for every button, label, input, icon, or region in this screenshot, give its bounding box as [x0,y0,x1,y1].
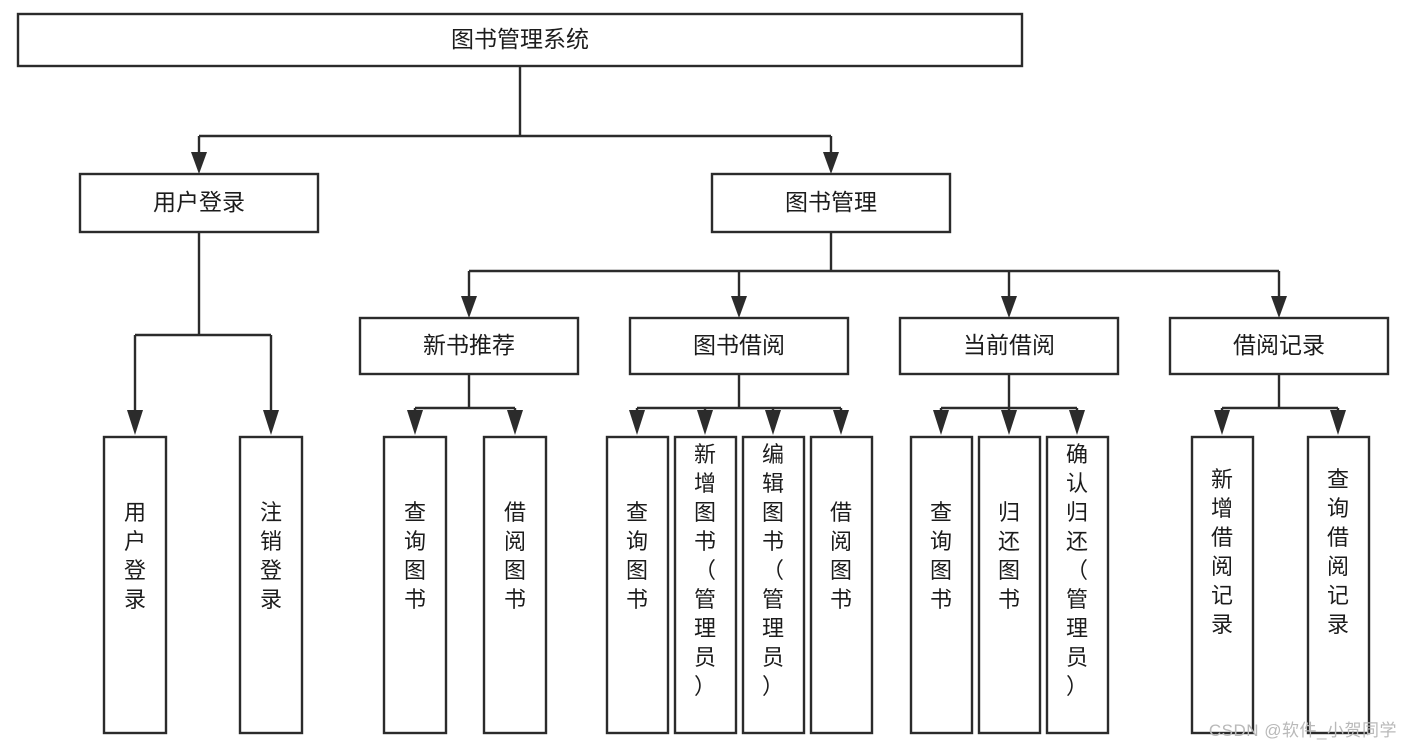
node-leaf-add-book-label: 新增图书（管理员） [694,442,716,699]
node-root[interactable]: 图书管理系统 [16,12,1024,68]
node-leaf-add-book[interactable]: 新增图书（管理员） [673,435,738,735]
node-leaf-add-record-box[interactable] [1190,435,1255,735]
node-leaf-query-book-1[interactable]: 查询图书 [382,435,448,735]
node-leaf-query-book-2[interactable]: 查询图书 [605,435,670,735]
node-leaf-borrow-book-2[interactable]: 借阅图书 [809,435,874,735]
arrowhead-leaf-confirm-return [1069,410,1085,435]
node-leaf-logout-box[interactable] [238,435,304,735]
node-leaf-query-book-1-box[interactable] [382,435,448,735]
node-leaf-confirm-return[interactable]: 确认归还（管理员） [1045,435,1110,735]
node-leaf-logout[interactable]: 注销登录 [238,435,304,735]
node-leaf-edit-book-box[interactable] [741,435,806,735]
node-current-borrow-box[interactable] [898,316,1120,376]
node-leaf-borrow-book-1-label: 借阅图书 [504,500,526,612]
arrowhead-leaf-query-record [1330,410,1346,435]
arrowhead-new-book-recommend [461,296,477,318]
arrowhead-leaf-add-book [697,410,713,435]
node-new-book-recommend[interactable]: 新书推荐 [358,316,580,376]
node-current-borrow-label: 当前借阅 [963,332,1055,358]
node-leaf-query-record-label: 查询借阅记录 [1327,467,1349,637]
node-book-borrow-box[interactable] [628,316,850,376]
node-leaf-query-book-2-box[interactable] [605,435,670,735]
node-current-borrow[interactable]: 当前借阅 [898,316,1120,376]
arrowhead-leaf-return-book [1001,410,1017,435]
node-leaf-borrow-book-1[interactable]: 借阅图书 [482,435,548,735]
arrowhead-leaf-query-book-3 [933,410,949,435]
arrowhead-leaf-query-book-1 [407,410,423,435]
node-leaf-user-login[interactable]: 用户登录 [102,435,168,735]
node-user-login-box[interactable] [78,172,320,234]
node-user-login[interactable]: 用户登录 [78,172,320,234]
arrowhead-leaf-logout [263,410,279,435]
node-book-manage-label: 图书管理 [785,189,877,215]
node-leaf-user-login-label: 用户登录 [124,500,146,612]
connector-layer [127,66,1346,435]
node-leaf-query-book-2-label: 查询图书 [626,500,648,612]
node-leaf-confirm-return-box[interactable] [1045,435,1110,735]
node-leaf-borrow-book-2-label: 借阅图书 [830,500,852,612]
arrowhead-leaf-edit-book [765,410,781,435]
arrowhead-leaf-user-login [127,410,143,435]
node-root-box[interactable] [16,12,1024,68]
node-borrow-record-label: 借阅记录 [1233,332,1325,358]
node-borrow-record[interactable]: 借阅记录 [1168,316,1390,376]
arrowhead-book-borrow [731,296,747,318]
arrowhead-user-login [191,152,207,174]
node-leaf-return-book-label: 归还图书 [998,500,1020,612]
node-book-manage[interactable]: 图书管理 [710,172,952,234]
node-book-borrow[interactable]: 图书借阅 [628,316,850,376]
node-leaf-user-login-box[interactable] [102,435,168,735]
node-new-book-recommend-box[interactable] [358,316,580,376]
node-book-borrow-label: 图书借阅 [693,332,785,358]
node-leaf-query-book-3-label: 查询图书 [930,500,952,612]
node-leaf-query-book-1-label: 查询图书 [404,500,426,612]
node-leaf-add-book-box[interactable] [673,435,738,735]
node-leaf-confirm-return-label: 确认归还（管理员） [1066,442,1088,699]
node-leaf-add-record-label: 新增借阅记录 [1211,467,1233,637]
node-leaf-borrow-book-1-box[interactable] [482,435,548,735]
node-leaf-query-record-box[interactable] [1306,435,1371,735]
node-leaf-query-book-3[interactable]: 查询图书 [909,435,974,735]
node-leaf-return-book[interactable]: 归还图书 [977,435,1042,735]
arrowhead-leaf-add-record [1214,410,1230,435]
arrowhead-leaf-query-book-2 [629,410,645,435]
arrowhead-borrow-record [1271,296,1287,318]
arrowhead-leaf-borrow-book-1 [507,410,523,435]
node-root-label: 图书管理系统 [451,26,589,52]
node-new-book-recommend-label: 新书推荐 [423,332,515,358]
arrowhead-current-borrow [1001,296,1017,318]
node-user-login-label: 用户登录 [153,189,245,215]
node-borrow-record-box[interactable] [1168,316,1390,376]
node-leaf-return-book-box[interactable] [977,435,1042,735]
node-leaf-query-book-3-box[interactable] [909,435,974,735]
arrowhead-leaf-borrow-book-2 [833,410,849,435]
node-leaf-edit-book[interactable]: 编辑图书（管理员） [741,435,806,735]
node-leaf-borrow-book-2-box[interactable] [809,435,874,735]
node-leaf-edit-book-label: 编辑图书（管理员） [762,442,784,699]
node-leaf-query-record[interactable]: 查询借阅记录 [1306,435,1371,735]
node-book-manage-box[interactable] [710,172,952,234]
arrowhead-book-manage [823,152,839,174]
node-leaf-logout-label: 注销登录 [260,500,282,612]
node-leaf-add-record[interactable]: 新增借阅记录 [1190,435,1255,735]
